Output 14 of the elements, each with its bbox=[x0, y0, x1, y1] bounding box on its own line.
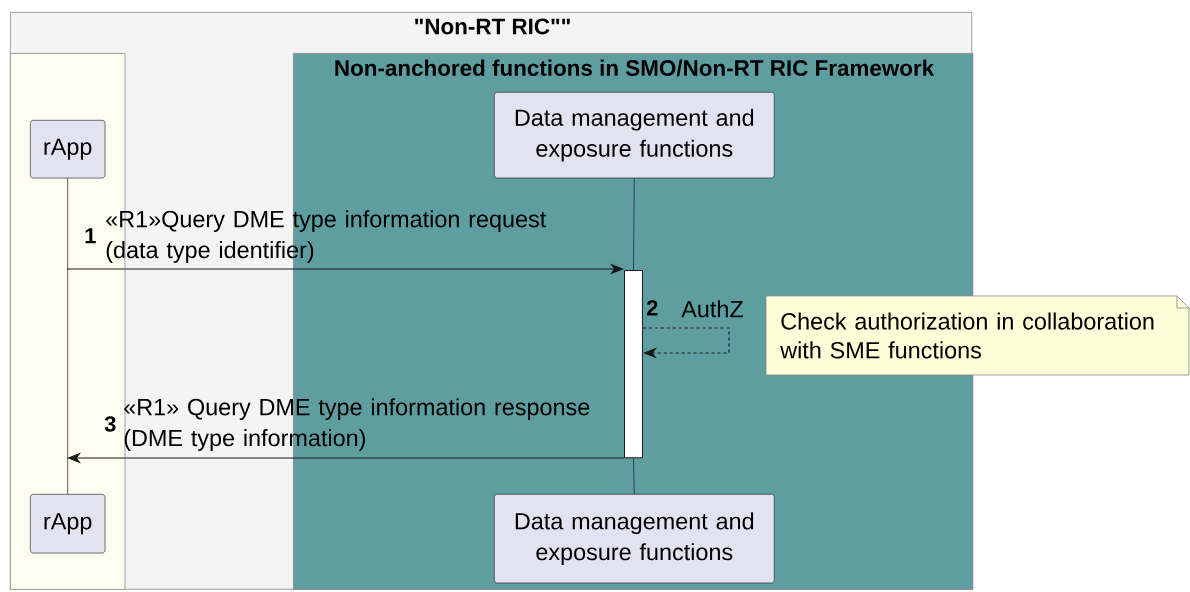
participant-box: rApp bbox=[30, 120, 106, 179]
participant-box: Data management and exposure functions bbox=[494, 494, 775, 584]
note-box: Check authorization in collaboration with SME functions bbox=[765, 295, 1190, 376]
lifeline bbox=[67, 178, 68, 495]
sequence-number: 2 bbox=[646, 300, 658, 316]
participant-box: rApp bbox=[30, 494, 106, 554]
sequence-number: 1 bbox=[85, 228, 96, 244]
sequence-number: 3 bbox=[104, 416, 116, 432]
lifeline bbox=[633, 457, 635, 495]
message-arrow bbox=[642, 327, 730, 359]
participant-box: Data management and exposure functions bbox=[494, 92, 775, 179]
message-label: AuthZ bbox=[681, 300, 743, 318]
lifeline bbox=[633, 177, 635, 271]
activation-bar bbox=[624, 270, 643, 459]
